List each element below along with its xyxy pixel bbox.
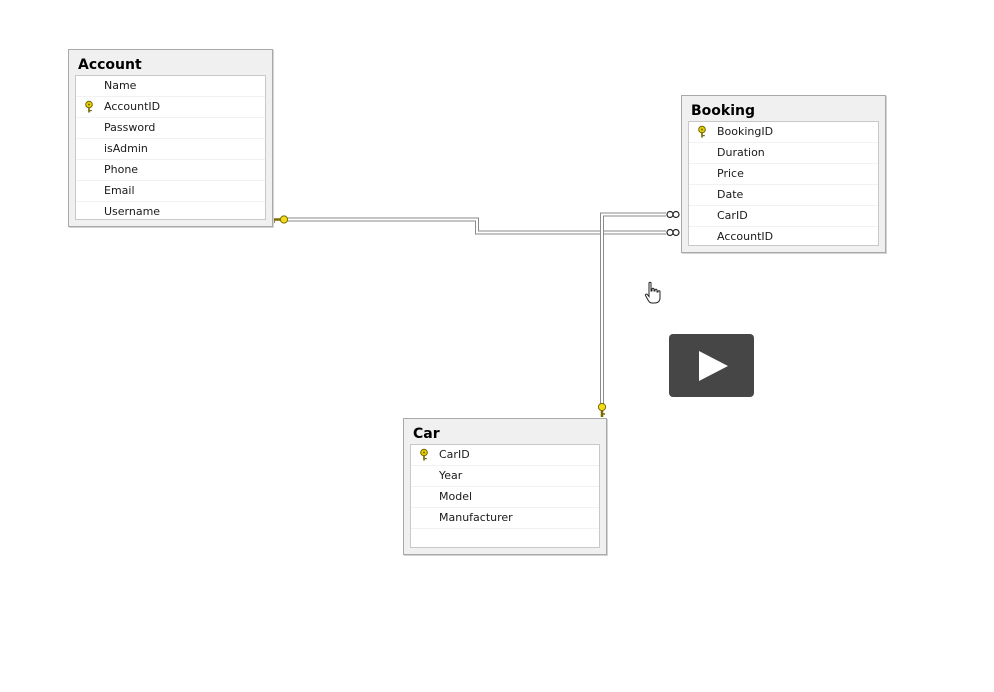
column-name: AccountID [104,100,161,113]
table-title: Booking [691,103,756,119]
column-name: Name [104,79,137,92]
column-name: Year [439,469,463,482]
column-row[interactable]: Date [689,185,878,206]
column-name: isAdmin [104,142,148,155]
column-list: BookingID Duration Price Date CarID Acco… [688,121,879,248]
column-name: Price [717,167,744,180]
column-name: Username [104,205,161,218]
column-name: Password [104,121,156,134]
column-row[interactable]: isAdmin [76,139,265,160]
primary-key-icon [697,122,711,142]
column-list: CarID Year Model Manufacturer [410,444,600,548]
column-row[interactable]: CarID [689,206,878,227]
primary-key-icon [419,445,433,465]
column-list: Name AccountID Password isAdmin Phone Em… [75,75,266,223]
column-row[interactable]: Phone [76,160,265,181]
relationship-many-infinity-icon [666,228,680,237]
column-name: AccountID [717,230,774,243]
column-row[interactable]: BookingID [689,122,878,143]
table-title: Account [78,57,142,73]
column-name: BookingID [717,125,774,138]
hand-pointer-icon [643,281,663,305]
column-name: Manufacturer [439,511,513,524]
column-row[interactable]: Price [689,164,878,185]
play-button[interactable] [669,334,754,397]
table-car[interactable]: Car CarID Year Model Manufacturer [403,418,607,555]
relationship-many-infinity-icon [666,210,680,219]
column-row[interactable]: AccountID [689,227,878,248]
relationship-account-booking[interactable] [284,217,666,235]
column-name: Duration [717,146,765,159]
column-name: Date [717,188,744,201]
relationship-one-key-icon [272,215,289,224]
column-row[interactable]: AccountID [76,97,265,118]
column-row[interactable]: CarID [411,445,599,466]
column-row[interactable]: Manufacturer [411,508,599,529]
column-name: CarID [439,448,470,461]
column-name: Email [104,184,135,197]
play-icon [699,351,728,381]
column-name: CarID [717,209,748,222]
column-row[interactable]: Model [411,487,599,508]
column-row[interactable]: Duration [689,143,878,164]
column-name: Model [439,490,473,503]
table-account[interactable]: Account Name AccountID Password isAdmin … [68,49,273,227]
table-booking[interactable]: Booking BookingID Duration Price Date Ca… [681,95,886,253]
relationship-one-key-icon [597,402,607,417]
relationship-car-booking[interactable] [600,212,666,406]
column-row[interactable]: Username [76,202,265,223]
primary-key-icon [84,97,98,117]
column-row[interactable]: Name [76,76,265,97]
table-title: Car [413,426,440,442]
column-row[interactable]: Email [76,181,265,202]
column-name: Phone [104,163,139,176]
column-row[interactable]: Year [411,466,599,487]
column-row[interactable]: Password [76,118,265,139]
